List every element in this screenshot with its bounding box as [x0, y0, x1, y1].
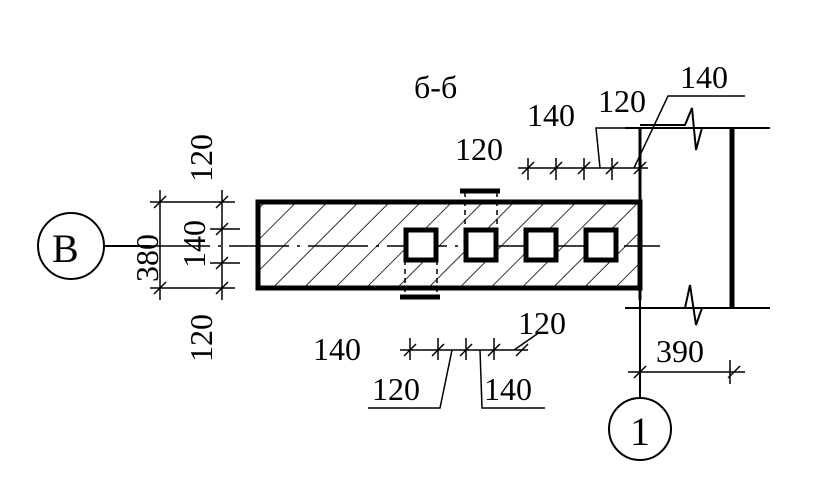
axis-b-marker: В — [37, 212, 150, 280]
dim-right-390: 390 — [656, 333, 704, 369]
dim-bottom-120-a: 120 — [372, 371, 420, 407]
right-dimension: 390 — [628, 333, 745, 384]
dim-left-140: 140 — [176, 220, 212, 268]
bottom-dimension-chain: 140 120 120 140 — [313, 305, 566, 409]
rebar-square — [403, 227, 439, 263]
rebar-group — [400, 188, 619, 300]
rebar-square — [583, 227, 619, 263]
left-dimension-chain: 120 380 140 120 — [129, 134, 240, 362]
dim-left-top: 120 — [183, 134, 219, 182]
axis-b-label: В — [52, 226, 79, 271]
top-dimension-chain: 120 140 120 140 — [455, 59, 745, 180]
dim-bottom-120-b: 140 — [484, 371, 532, 407]
dim-left-380: 380 — [129, 234, 165, 282]
beam-section — [150, 199, 660, 291]
dim-top-120-a: 140 — [527, 97, 575, 133]
dim-bottom-140-a: 140 — [313, 331, 361, 367]
axis-1-marker: 1 — [608, 300, 672, 461]
dim-top-140-b: 120 — [598, 83, 646, 119]
dim-bottom-140-b: 120 — [518, 305, 566, 341]
dim-top-120-b: 140 — [680, 59, 728, 95]
section-title: б-б — [414, 69, 457, 105]
rebar-square — [523, 227, 559, 263]
dim-left-bottom: 120 — [183, 314, 219, 362]
axis-1-label: 1 — [630, 409, 650, 454]
dim-top-140-a: 120 — [455, 131, 503, 167]
rebar-square — [463, 227, 499, 263]
